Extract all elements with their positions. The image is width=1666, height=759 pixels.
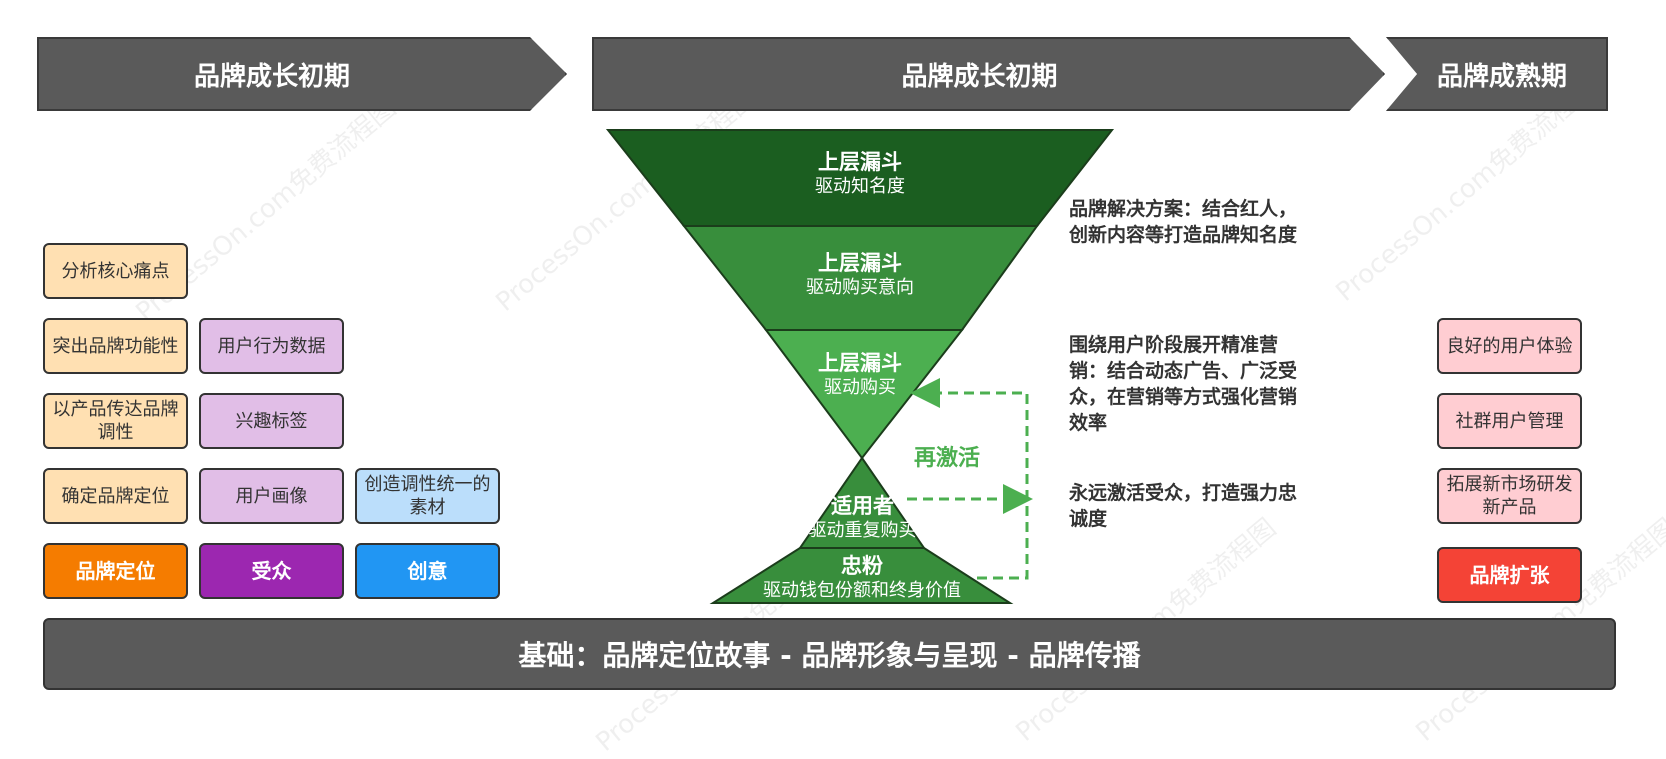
reactivate-label: 再激活: [914, 446, 981, 471]
funnel-bottom-1-text: 适用者 驱动重复购买: [780, 493, 945, 543]
funnel-level-3-text: 上层漏斗 驱动购买: [780, 350, 940, 400]
positioning-item: 分析核心痛点: [43, 243, 188, 299]
funnel-level-title: 上层漏斗: [818, 251, 902, 275]
funnel-level-2-text: 上层漏斗 驱动购买意向: [760, 250, 960, 300]
positioning-item: 以产品传达品牌调性: [43, 393, 188, 449]
funnel-level-sub: 驱动知名度: [815, 176, 905, 197]
funnel-level-1-text: 上层漏斗 驱动知名度: [760, 149, 960, 199]
creative-category: 创意: [355, 543, 500, 599]
audience-category: 受众: [199, 543, 344, 599]
stage-banner-right: 品牌成熟期: [1386, 37, 1608, 111]
funnel-bottom-title: 适用者: [831, 494, 894, 518]
funnel-bottom-sub: 驱动钱包份额和终身价值: [763, 580, 961, 601]
funnel-level-title: 上层漏斗: [818, 351, 902, 375]
creative-item: 创造调性统一的素材: [355, 468, 500, 524]
stage-banner-left: 品牌成长初期: [37, 37, 567, 111]
audience-item: 兴趣标签: [199, 393, 344, 449]
stage-banner-middle-label: 品牌成长初期: [901, 61, 1058, 92]
foundation-text: 基础：品牌定位故事 - 品牌形象与呈现 - 品牌传播: [518, 639, 1141, 672]
audience-item: 用户行为数据: [199, 318, 344, 374]
expansion-item: 良好的用户体验: [1437, 318, 1582, 374]
note-loyalty: 永远激活受众，打造强力忠诚度: [1069, 482, 1298, 530]
positioning-item: 突出品牌功能性: [43, 318, 188, 374]
positioning-item: 确定品牌定位: [43, 468, 188, 524]
funnel-bottom-2-text: 忠粉 驱动钱包份额和终身价值: [722, 553, 1002, 603]
funnel-level-title: 上层漏斗: [818, 150, 902, 174]
expansion-category: 品牌扩张: [1437, 547, 1582, 603]
stage-banner-right-label: 品牌成熟期: [1436, 61, 1567, 92]
funnel-bottom-fans: [709, 547, 1014, 604]
audience-item: 用户画像: [199, 468, 344, 524]
expansion-item: 社群用户管理: [1437, 393, 1582, 449]
funnel-level-sub: 驱动购买: [824, 377, 896, 398]
stage-banner-left-label: 品牌成长初期: [193, 61, 350, 92]
positioning-category: 品牌定位: [43, 543, 188, 599]
reactivate-loop: [910, 378, 1029, 580]
funnel-level-sub: 驱动购买意向: [806, 277, 914, 298]
foundation-bar: 基础：品牌定位故事 - 品牌形象与呈现 - 品牌传播: [43, 618, 1616, 690]
note-awareness: 品牌解决方案：结合红人，创新内容等打造品牌知名度: [1069, 198, 1298, 246]
note-precision-marketing: 围绕用户阶段展开精准营销：结合动态广告、广泛受众，在营销等方式强化营销效率: [1069, 334, 1298, 434]
stage-banner-middle: 品牌成长初期: [592, 37, 1385, 111]
funnel-diagram: [605, 129, 1115, 604]
funnel-bottom-sub: 驱动重复购买: [808, 520, 917, 541]
expansion-item: 拓展新市场研发新产品: [1437, 468, 1582, 524]
funnel-bottom-title: 忠粉: [841, 554, 883, 578]
